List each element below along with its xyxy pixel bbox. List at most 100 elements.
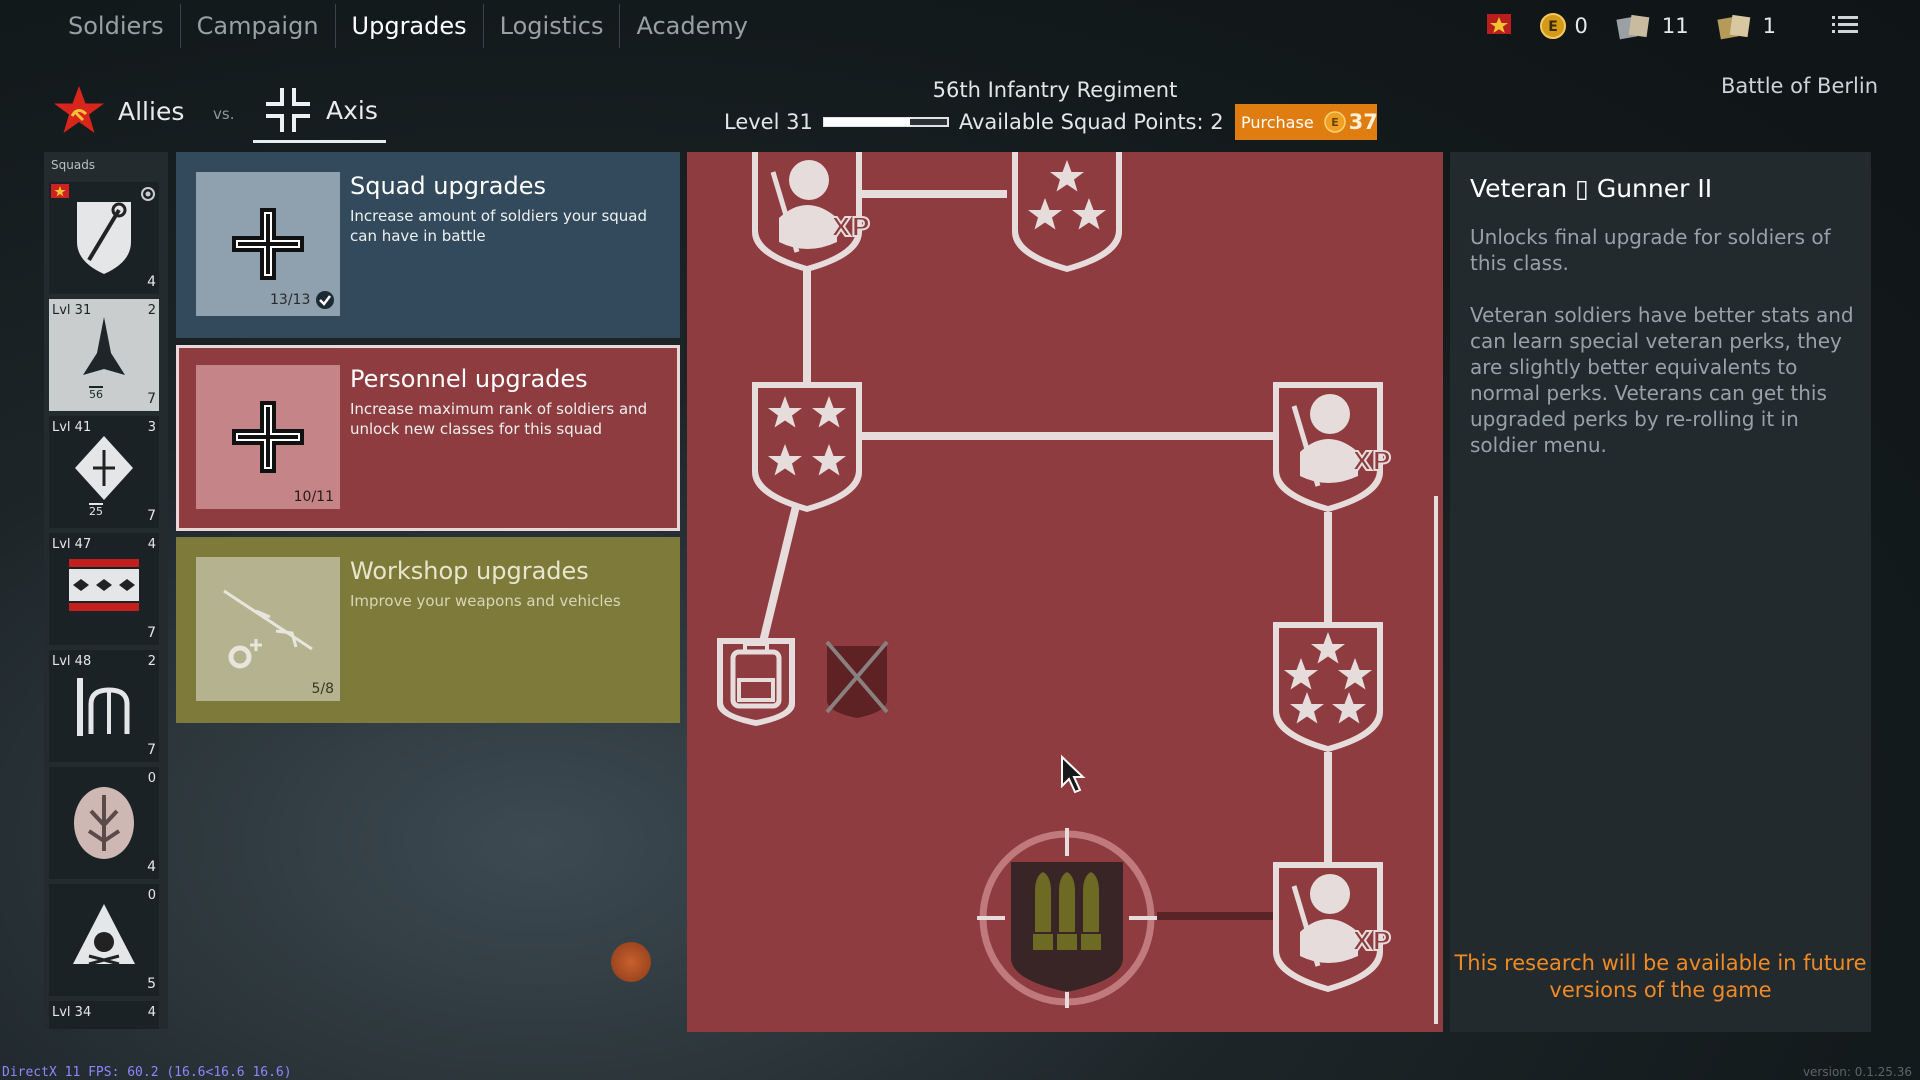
category-progress: 10/11 — [293, 489, 334, 505]
mouse-cursor-icon — [1061, 754, 1086, 794]
tree-node-veteran-xp-bottom[interactable]: XP — [1273, 862, 1392, 992]
faction-axis[interactable]: Axis — [262, 84, 378, 136]
main-nav: Soldiers Campaign Upgrades Logistics Aca… — [52, 0, 764, 52]
category-description: Increase maximum rank of soldiers and un… — [350, 400, 648, 438]
tree-node-ammo-selected[interactable] — [977, 828, 1157, 1008]
ammo-icon — [1033, 872, 1101, 950]
tree-scrollbar[interactable] — [1434, 496, 1438, 1024]
svg-text:E: E — [1331, 116, 1339, 129]
squad-level: Lvl 47 — [52, 537, 92, 552]
tab-academy[interactable]: Academy — [636, 12, 748, 40]
cards-gold-icon — [1717, 14, 1750, 40]
tab-soldiers[interactable]: Soldiers — [52, 4, 181, 48]
squad-soldier-count: 4 — [147, 859, 156, 875]
oak-leaf-emblem-icon — [74, 787, 134, 859]
category-title: Squad upgrades — [350, 172, 547, 200]
squad-point-icon — [141, 187, 155, 201]
squad-points-count: 4 — [147, 1005, 156, 1020]
tree-node-backpack[interactable] — [717, 638, 795, 726]
category-workshop-upgrades[interactable]: 5/8 Workshop upgrades Improve your weapo… — [176, 537, 680, 723]
tab-campaign[interactable]: Campaign — [181, 4, 336, 48]
availability-warning: This research will be available in futur… — [1454, 951, 1867, 1002]
diamond-emblem-icon — [75, 436, 133, 500]
tree-node-locked-crossed — [825, 640, 889, 718]
squad-soldier-count: 7 — [147, 508, 156, 524]
faction-allies[interactable]: Allies — [52, 84, 184, 138]
cards-b-count: 1 — [1762, 14, 1776, 38]
purchase-price-value: 37 — [1348, 110, 1378, 134]
faction-allies-label: Allies — [118, 96, 185, 126]
regiment-level: Level 31 — [724, 110, 813, 134]
upgrade-title: Veteran ▯ Gunner II — [1470, 174, 1713, 203]
gold-coin-icon: E — [1323, 111, 1346, 133]
squads-title: Squads — [51, 158, 96, 172]
tree-node-veteran-xp-right[interactable]: XP — [1273, 382, 1392, 512]
squad-level: Lvl 34 — [52, 1005, 92, 1020]
tree-canvas: XP XP — [717, 152, 1392, 1008]
xp-label: XP — [831, 213, 870, 243]
squads-sidebar: Squads 4 Lvl 31 2 56 7 Lvl 41 3 25 7 Lvl… — [44, 152, 168, 1029]
rank-star-icon[interactable] — [1485, 10, 1513, 42]
cards-a-currency: 11 — [1614, 12, 1689, 40]
tree-node-veteran-xp[interactable]: XP — [752, 152, 871, 272]
squad-card-5[interactable]: Lvl 48 2 7 — [49, 650, 159, 762]
regiment-level-row: Level 31 Available Squad Points: 2 — [724, 104, 1252, 140]
xp-label: XP — [1352, 447, 1391, 477]
squad-soldier-count: 7 — [147, 391, 156, 407]
engineer-shield-icon — [77, 202, 131, 274]
squad-points-count: 0 — [147, 888, 156, 903]
squad-soldier-count: 7 — [147, 625, 156, 641]
category-progress: 5/8 — [311, 681, 334, 697]
category-personnel-upgrades[interactable]: 10/11 Personnel upgrades Increase maximu… — [176, 345, 680, 531]
debug-fps: DirectX 11 FPS: 60.2 (16.6<16.6 16.6) — [2, 1065, 292, 1080]
purchase-button[interactable]: Purchase E 37 — [1235, 104, 1378, 140]
category-squad-upgrades[interactable]: Squad upgrades Increase amount of soldie… — [176, 152, 680, 338]
squad-card-3[interactable]: Lvl 41 3 25 7 — [49, 416, 159, 528]
workshop-upgrades-thumb: 5/8 — [196, 557, 340, 701]
check-circle-icon — [316, 291, 335, 309]
tab-upgrades[interactable]: Upgrades — [336, 4, 484, 48]
soviet-star-icon — [54, 86, 104, 133]
squad-number-badge: 56 — [89, 386, 103, 401]
squad-card-7[interactable]: 0 5 — [49, 884, 159, 996]
tree-node-four-stars[interactable] — [752, 382, 862, 512]
regiment-name: 56th Infantry Regiment — [932, 78, 1178, 102]
squad-points-count: 2 — [147, 654, 156, 669]
squad-points-count: 3 — [147, 420, 156, 435]
xp-label: XP — [1352, 927, 1391, 957]
squad-card-8[interactable]: Lvl 34 4 — [49, 1001, 159, 1029]
squad-soldier-count: 7 — [147, 742, 156, 758]
upgrade-description: Veteran soldiers have better stats and c… — [1470, 303, 1854, 457]
squad-points-count: 0 — [147, 771, 156, 786]
category-description: Improve your weapons and vehicles — [350, 592, 621, 610]
stripes-emblem-icon — [69, 559, 139, 611]
purchase-label: Purchase — [1241, 112, 1314, 132]
squad-card-selected[interactable]: Lvl 31 2 56 7 — [49, 299, 159, 411]
squad-points-count: 4 — [147, 537, 156, 552]
balkenkreuz-icon — [266, 88, 310, 132]
cards-a-count: 11 — [1661, 14, 1689, 38]
cards-b-currency: 1 — [1715, 12, 1776, 40]
tree-node-three-stars[interactable] — [1012, 152, 1122, 272]
tree-node-five-stars[interactable] — [1273, 622, 1383, 752]
new-badge-icon — [51, 184, 69, 198]
menu-list-icon[interactable] — [1832, 13, 1858, 39]
version-label: version: 0.1.25.36 — [1802, 1065, 1912, 1079]
category-progress: 13/13 — [270, 292, 311, 308]
tab-logistics[interactable]: Logistics — [484, 4, 621, 48]
level-progress-bar — [822, 117, 949, 127]
squad-points: Available Squad Points: 2 — [958, 110, 1224, 134]
cards-icon — [1616, 14, 1650, 40]
squad-level: Lvl 31 — [52, 303, 92, 318]
upgrade-summary: Unlocks final upgrade for soldiers of th… — [1470, 225, 1831, 275]
squad-card-6[interactable]: 0 4 — [49, 767, 159, 879]
orange-marker — [611, 942, 651, 982]
currency-bar: E 0 11 1 — [1485, 0, 1920, 52]
squad-level: Lvl 41 — [52, 420, 92, 435]
faction-axis-label: Axis — [326, 95, 378, 125]
category-title: Workshop upgrades — [350, 557, 589, 585]
squad-soldier-count: 4 — [147, 274, 156, 290]
squad-card-engineer[interactable]: 4 — [49, 182, 159, 294]
squad-card-4[interactable]: Lvl 47 4 7 — [49, 533, 159, 645]
category-description: Increase amount of soldiers your squad c… — [350, 207, 647, 245]
